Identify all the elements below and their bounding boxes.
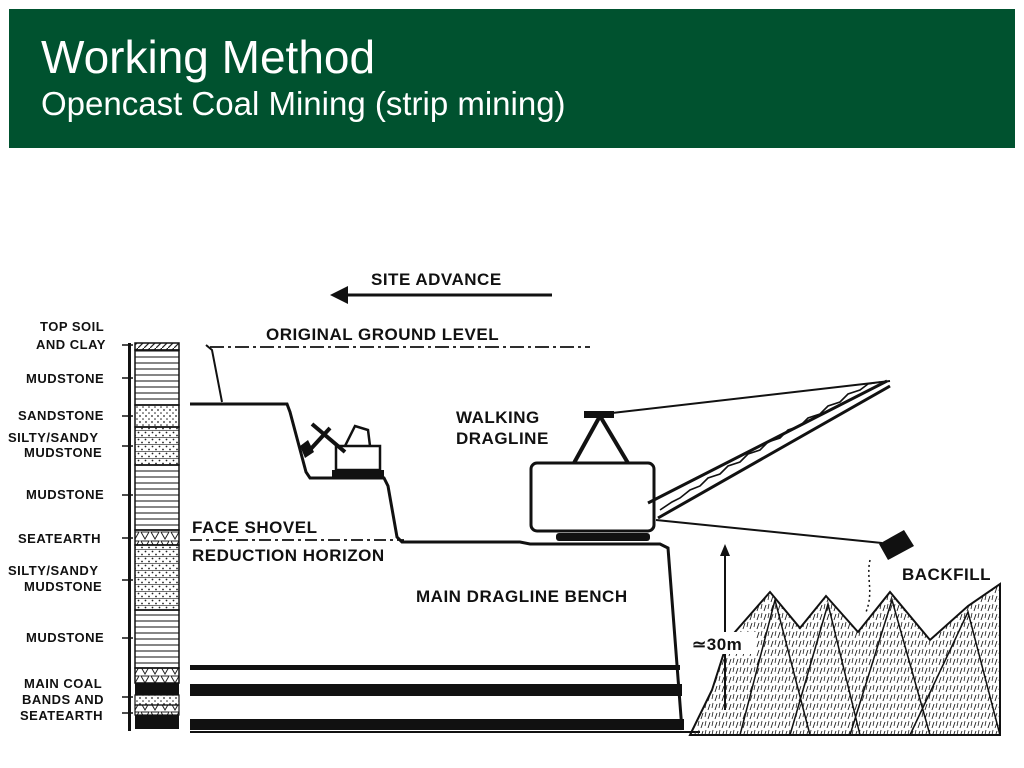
backfill-label: BACKFILL [902,565,991,584]
depth-label: ≃30m [692,635,742,654]
face-shovel-machine [300,422,384,477]
walking-dragline-label-1: WALKING [456,408,540,427]
slide-header: Working Method Opencast Coal Mining (str… [9,9,1015,148]
silty-sandy-label-1: SILTY/SANDY [8,430,99,445]
coal-seams [190,665,684,730]
coal-seam-1 [190,665,680,670]
main-coal-label-3: SEATEARTH [20,708,103,723]
silty-sandy-label-2: MUDSTONE [24,445,102,460]
strata-labels: TOP SOIL AND CLAY MUDSTONE SANDSTONE SIL… [8,319,133,723]
main-coal-label-2: BANDS AND [22,692,104,707]
coal-seam-2 [190,684,682,696]
original-ground-level-label: ORIGINAL GROUND LEVEL [266,325,499,344]
face-shovel-label: FACE SHOVEL [192,518,317,537]
silty-sandy-label-3: SILTY/SANDY [8,563,99,578]
mudstone-label-2: MUDSTONE [26,487,104,502]
walking-dragline: WALKING DRAGLINE [456,379,914,613]
strata-column [128,342,180,731]
mudstone-label-3: MUDSTONE [26,630,104,645]
slide-title: Working Method [41,31,376,83]
reduction-horizon: FACE SHOVEL REDUCTION HORIZON [190,518,404,565]
top-soil-label-2: AND CLAY [36,337,106,352]
ground-profile [190,344,700,733]
coal-seam-3 [190,719,684,730]
slide-subtitle: Opencast Coal Mining (strip mining) [41,85,566,122]
walking-dragline-label-2: DRAGLINE [456,429,549,448]
original-ground-level: ORIGINAL GROUND LEVEL [210,325,590,348]
seatearth-label: SEATEARTH [18,531,101,546]
top-soil-label-1: TOP SOIL [40,319,104,334]
site-advance-arrow: SITE ADVANCE [330,270,552,304]
depth-indicator: ≃30m [690,544,756,710]
site-advance-label: SITE ADVANCE [371,270,502,289]
mudstone-label-1: MUDSTONE [26,371,104,386]
reduction-horizon-label: REDUCTION HORIZON [192,546,385,565]
main-dragline-bench-label: MAIN DRAGLINE BENCH [416,587,628,606]
silty-sandy-label-4: MUDSTONE [24,579,102,594]
main-coal-label-1: MAIN COAL [24,676,102,691]
backfill: BACKFILL [688,565,1001,736]
sandstone-label: SANDSTONE [18,408,104,423]
